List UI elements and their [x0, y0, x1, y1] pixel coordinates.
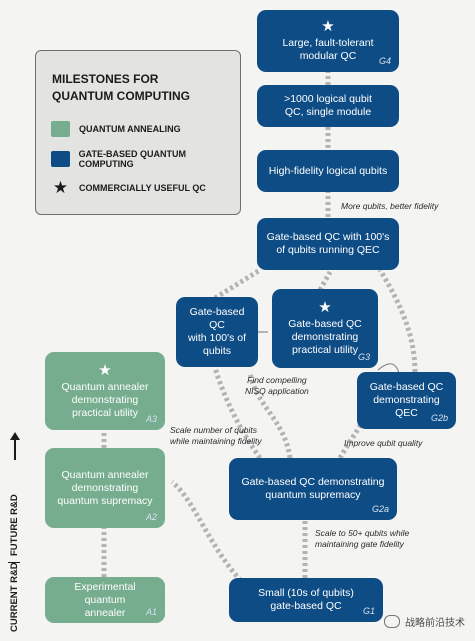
note-scale-50: Scale to 50+ qubits while maintaining ga…	[315, 528, 410, 549]
node-code: A1	[145, 607, 157, 617]
star-icon: ★	[98, 361, 112, 379]
arrow-g3-to-qec100	[317, 270, 333, 292]
node-g4: ★ Large, fault-tolerant modular QC G4	[257, 10, 399, 72]
node-title: Large, fault-tolerant modular QC	[282, 37, 374, 62]
node-g2b: Gate-based QC demonstrating QEC G2b	[357, 372, 456, 429]
node-title: >1000 logical qubit QC, single module	[284, 93, 372, 118]
node-1000-logical: >1000 logical qubit QC, single module	[257, 85, 399, 127]
arrow-g1-to-a2	[170, 480, 247, 587]
node-g3: ★ Gate-based QC demonstrating practical …	[272, 289, 378, 368]
node-g1: Small (10s of qubits) gate-based QC G1	[229, 578, 383, 622]
node-qec-100: Gate-based QC with 100's of qubits runni…	[257, 218, 399, 270]
note-more-qubits: More qubits, better fidelity	[341, 201, 439, 211]
node-a2: Quantum annealer demonstrating quantum s…	[45, 448, 165, 528]
node-title: Gate-based QC with 100's of qubits runni…	[266, 231, 390, 256]
note-scale-number: Scale number of qubits while maintaining…	[170, 425, 262, 446]
node-title: Experimental quantum annealer	[74, 580, 136, 619]
side-label-current: CURRENT R&D	[9, 562, 20, 632]
node-g2a: Gate-based QC demonstrating quantum supr…	[229, 458, 397, 520]
node-gb-100: Gate-based QC with 100's of qubits	[176, 297, 258, 367]
node-code: G2a	[371, 504, 389, 514]
legend: MILESTONES FOR QUANTUM COMPUTING QUANTUM…	[35, 50, 241, 215]
node-title: High-fidelity logical qubits	[268, 164, 388, 177]
future-arrow	[14, 438, 16, 460]
node-title: Gate-based QC demonstrating QEC	[369, 381, 444, 419]
arrow-g2b-to-qec100	[377, 268, 418, 373]
legend-item-annealing: QUANTUM ANNEALING	[51, 119, 181, 139]
legend-label: QUANTUM ANNEALING	[79, 124, 181, 134]
node-title: Gate-based QC demonstrating quantum supr…	[241, 476, 385, 501]
node-title: Small (10s of qubits) gate-based QC	[258, 587, 354, 612]
node-code: G3	[357, 352, 370, 362]
side-label-future: FUTURE R&D	[9, 494, 20, 556]
wechat-icon	[384, 615, 400, 628]
node-code: G4	[378, 56, 391, 66]
star-icon: ★	[321, 18, 335, 35]
note-improve-quality: Improve qubit quality	[344, 438, 423, 448]
legend-label: COMMERCIALLY USEFUL QC	[79, 183, 206, 193]
future-arrowhead	[10, 432, 20, 440]
legend-item-gate-based: GATE-BASED QUANTUM COMPUTING	[51, 149, 240, 169]
legend-swatch-blue	[51, 151, 70, 167]
node-title: Quantum annealer demonstrating quantum s…	[57, 468, 153, 507]
watermark-text: 战略前沿技术	[405, 618, 465, 629]
legend-item-commercial: ★ COMMERCIALLY USEFUL QC	[51, 178, 206, 198]
node-code: A3	[145, 414, 157, 424]
node-a1: Experimental quantum annealer A1	[45, 577, 165, 623]
node-high-fidelity-logical: High-fidelity logical qubits	[257, 150, 399, 192]
legend-label: GATE-BASED QUANTUM COMPUTING	[78, 149, 186, 169]
arrow-gb100-to-qec100	[213, 267, 262, 301]
node-title: Gate-based QC demonstrating practical ut…	[288, 318, 362, 356]
star-icon: ★	[52, 178, 69, 197]
rd-divider	[8, 562, 20, 563]
legend-swatch-green	[51, 121, 70, 137]
node-title: Gate-based QC with 100's of qubits	[187, 306, 247, 357]
node-title: Quantum annealer demonstrating practical…	[61, 380, 149, 419]
watermark: 战略前沿技术	[384, 614, 465, 629]
node-a3: ★ Quantum annealer demonstrating practic…	[45, 352, 165, 430]
star-icon: ★	[318, 299, 332, 316]
node-code: G2b	[430, 413, 448, 423]
note-find-nisq: Find compelling NISQ application	[245, 375, 309, 396]
node-code: G1	[362, 606, 375, 616]
arrow-g2a-to-gb100	[212, 367, 263, 460]
arrow-g2a-to-g3	[247, 371, 293, 459]
legend-title: MILESTONES FOR QUANTUM COMPUTING	[52, 72, 190, 103]
node-code: A2	[145, 512, 157, 522]
